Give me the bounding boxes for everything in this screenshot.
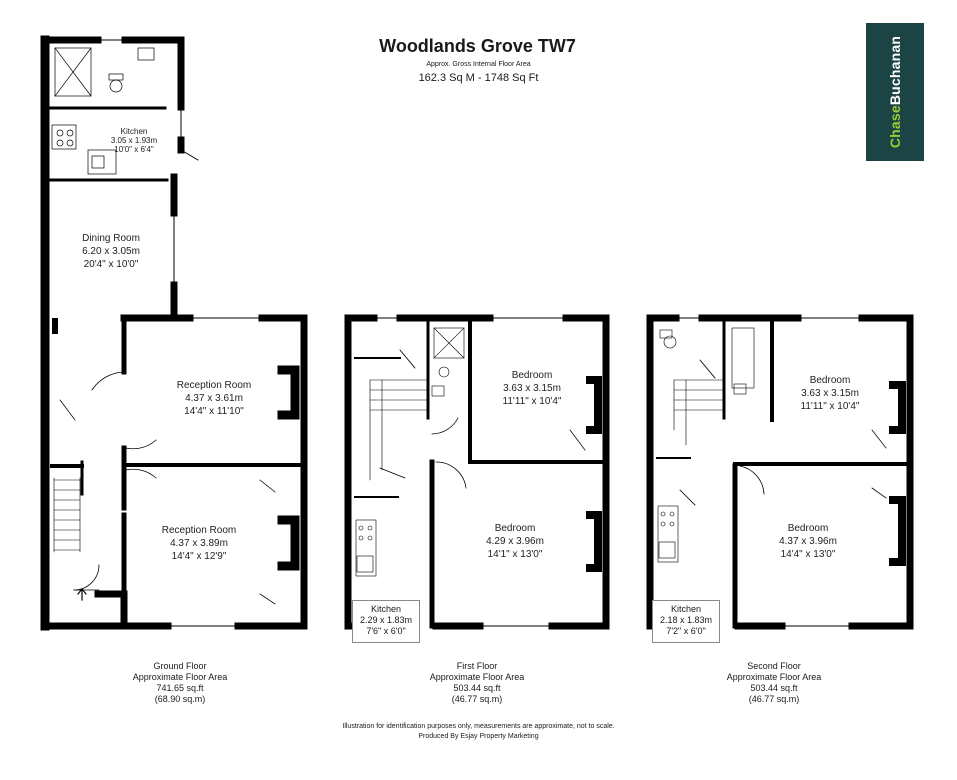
sf-bedroom1-metric: 3.63 x 3.15m <box>801 388 859 399</box>
gf-reception1-metric: 4.37 x 3.61m <box>185 393 243 404</box>
page-title: Woodlands Grove TW7 <box>379 36 576 56</box>
ff-kitchen-imperial: 7'6" x 6'0" <box>366 626 406 636</box>
sf-summary-sqm: (46.77 sq.m) <box>748 694 800 704</box>
first-floor-summary: First Floor Approximate Floor Area 503.4… <box>397 661 557 705</box>
footer: Illustration for identification purposes… <box>0 722 957 742</box>
credit: Produced By Esjay Property Marketing <box>418 733 539 740</box>
gf-summary-title: Ground Floor <box>153 661 207 671</box>
sf-kitchen-label: Kitchen 2.18 x 1.83m 7'2" x 6'0" <box>652 600 720 643</box>
ff-summary-title: First Floor <box>456 661 498 671</box>
gf-reception1-imperial: 14'4" x 11'10" <box>184 406 244 417</box>
disclaimer: Illustration for identification purposes… <box>342 723 615 730</box>
second-floor-plan <box>646 314 914 630</box>
ff-kitchen-label: Kitchen 2.29 x 1.83m 7'6" x 6'0" <box>352 600 420 643</box>
ff-bedroom2-name: Bedroom <box>495 523 536 534</box>
gf-summary-label: Approximate Floor Area <box>132 672 228 682</box>
ground-floor-plan <box>40 35 308 631</box>
gf-summary-sqft: 741.65 sq.ft <box>156 683 204 693</box>
sf-kitchen-metric: 2.18 x 1.83m <box>659 615 713 625</box>
total-area: 162.3 Sq M - 1748 Sq Ft <box>418 72 539 84</box>
sf-bedroom2-imperial: 14'4" x 13'0" <box>781 549 836 560</box>
gf-dining-imperial: 20'4" x 10'0" <box>84 259 139 270</box>
sf-bedroom2-name: Bedroom <box>788 523 829 534</box>
gf-reception2-imperial: 14'4" x 12'9" <box>172 551 227 562</box>
sf-summary-label: Approximate Floor Area <box>726 672 822 682</box>
gf-dining-name: Dining Room <box>82 233 140 244</box>
gf-reception2-name: Reception Room <box>162 525 236 536</box>
header: Woodlands Grove TW7 Approx. Gross Intern… <box>0 36 957 84</box>
ff-summary-sqm: (46.77 sq.m) <box>451 694 503 704</box>
brand-logo: ChaseBuchanan <box>866 23 924 161</box>
ff-bedroom1-metric: 3.63 x 3.15m <box>503 383 561 394</box>
gf-dining-metric: 6.20 x 3.05m <box>82 246 140 257</box>
first-floor-plan <box>344 314 610 630</box>
sf-summary-sqft: 503.44 sq.ft <box>750 683 798 693</box>
gf-kitchen-metric: 3.05 x 1.93m <box>111 136 158 145</box>
sf-bedroom2-metric: 4.37 x 3.96m <box>779 536 837 547</box>
gf-reception2-metric: 4.37 x 3.89m <box>170 538 228 549</box>
ff-kitchen-name: Kitchen <box>370 604 402 614</box>
sf-kitchen-name: Kitchen <box>670 604 702 614</box>
ff-bedroom2-metric: 4.29 x 3.96m <box>486 536 544 547</box>
ff-kitchen-metric: 2.29 x 1.83m <box>359 615 413 625</box>
gf-reception1-name: Reception Room <box>177 380 251 391</box>
ground-floor-summary: Ground Floor Approximate Floor Area 741.… <box>100 661 260 705</box>
first-floor-labels: Bedroom 3.63 x 3.15m 11'11" x 10'4" Bedr… <box>486 370 562 560</box>
ff-summary-sqft: 503.44 sq.ft <box>453 683 501 693</box>
ff-bedroom2-imperial: 14'1" x 13'0" <box>488 549 543 560</box>
sf-bedroom1-imperial: 11'11" x 10'4" <box>801 401 860 412</box>
second-floor-labels: Bedroom 3.63 x 3.15m 11'11" x 10'4" Bedr… <box>779 375 860 560</box>
page-subtitle: Approx. Gross Internal Floor Area <box>426 61 531 68</box>
gf-kitchen-imperial: 10'0" x 6'4" <box>114 145 154 154</box>
gf-summary-sqm: (68.90 sq.m) <box>154 694 206 704</box>
sf-kitchen-imperial: 7'2" x 6'0" <box>666 626 706 636</box>
second-floor-summary: Second Floor Approximate Floor Area 503.… <box>694 661 854 705</box>
sf-bedroom1-name: Bedroom <box>810 375 851 386</box>
ff-bedroom1-name: Bedroom <box>512 370 553 381</box>
ground-floor-labels: Kitchen 3.05 x 1.93m 10'0" x 6'4" Dining… <box>82 127 251 562</box>
gf-kitchen-name: Kitchen <box>121 127 148 136</box>
ff-bedroom1-imperial: 11'11" x 10'4" <box>503 396 562 407</box>
sf-summary-title: Second Floor <box>747 661 801 671</box>
ff-summary-label: Approximate Floor Area <box>429 672 525 682</box>
